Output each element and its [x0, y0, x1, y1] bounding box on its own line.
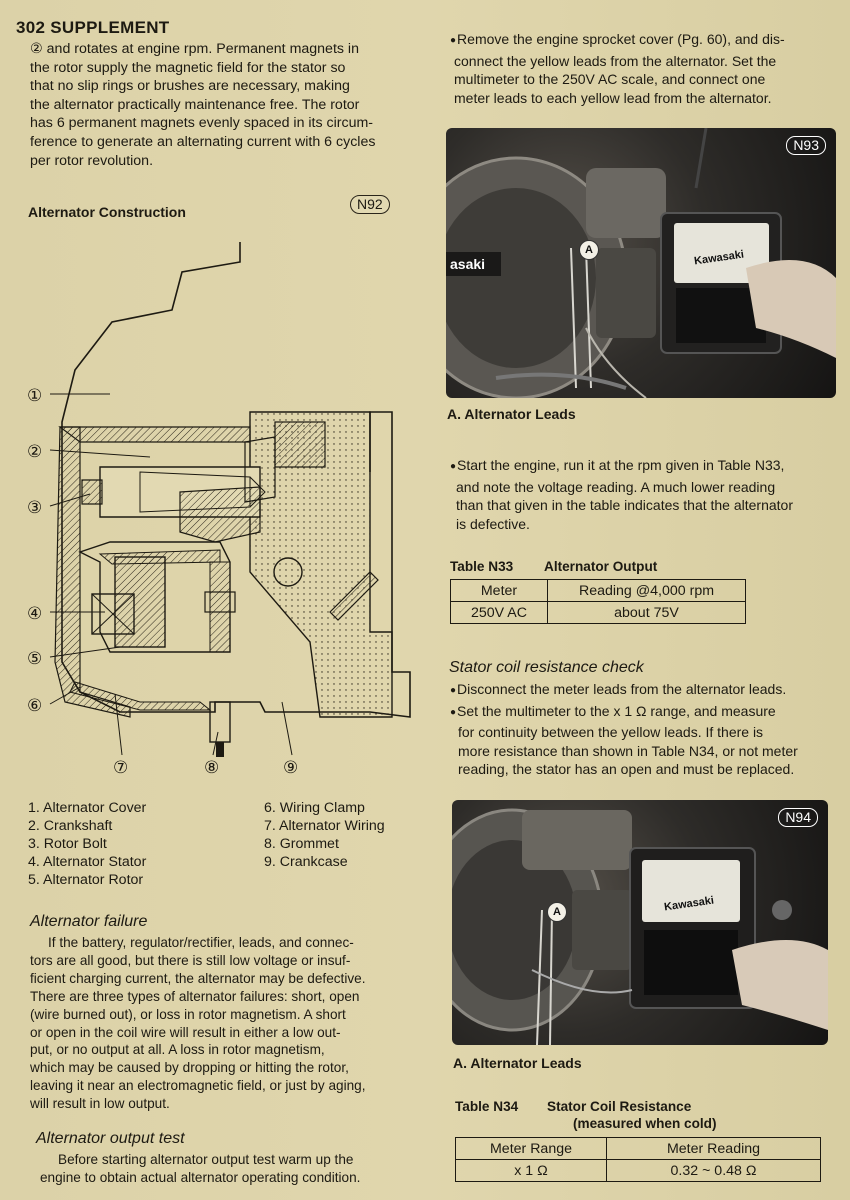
callout-2: ②: [27, 442, 43, 461]
text-line: Before starting alternator output test w…: [58, 1152, 354, 1167]
text-line: which may be caused by dropping or hitti…: [30, 1060, 349, 1076]
text-line: There are three types of alternator fail…: [30, 988, 360, 1004]
callout-7: ⑦: [113, 758, 129, 777]
text-line: is defective.: [456, 515, 530, 532]
text-line: will result in low output.: [30, 1096, 170, 1112]
page-number: 302: [16, 18, 46, 37]
part-item: 1. Alternator Cover: [28, 800, 147, 816]
table-cell: 250V AC: [450, 601, 548, 624]
section-title: SUPPLEMENT: [50, 18, 170, 37]
marker-a: A: [579, 240, 599, 260]
callout-8: ⑧: [204, 758, 220, 777]
callout-1: ①: [27, 386, 43, 405]
text-line: (wire burned out), or loss in rotor magn…: [30, 1006, 346, 1022]
alternator-failure-text: If the battery, regulator/rectifier, lea…: [30, 934, 408, 1113]
engine-brand-text: asaki: [450, 256, 486, 272]
part-item: 4. Alternator Stator: [28, 854, 147, 870]
table-cell: Meter: [450, 579, 548, 602]
photo-n93-caption: A. Alternator Leads: [447, 406, 576, 422]
text-line: meter leads to each yellow lead from the…: [454, 89, 772, 106]
text-line: or open in the coil wire will result in …: [30, 1024, 341, 1040]
callout-3: ③: [27, 498, 43, 517]
callout-9: ⑨: [283, 758, 299, 777]
text-line: more resistance than shown in Table N34,…: [458, 742, 798, 759]
text-line: that no slip rings or brushes are necess…: [30, 78, 350, 95]
text-line: the rotor supply the magnetic field for …: [30, 59, 346, 76]
meter-photo-illustration: [452, 808, 828, 1045]
table-row: x 1 Ω 0.32 ~ 0.48 Ω: [455, 1159, 821, 1182]
alternator-failure-heading: Alternator failure: [30, 913, 148, 930]
text-line: ficient charging current, the alternator…: [30, 970, 366, 986]
table-n33-title: Alternator Output: [544, 559, 658, 574]
table-n33-number: Table N33: [450, 559, 514, 574]
photo-n94-caption: A. Alternator Leads: [453, 1055, 582, 1071]
table-header-row: Meter Range Meter Reading: [455, 1137, 821, 1160]
table-cell: Reading @4,000 rpm: [547, 579, 746, 602]
stator-check-text: Disconnect the meter leads from the alte…: [450, 680, 838, 779]
text-line: engine to obtain actual alternator opera…: [40, 1170, 361, 1185]
text-line: Set the multimeter to the x 1 Ω range, a…: [450, 702, 838, 724]
table-n34-title: Stator Coil Resistance: [547, 1099, 692, 1114]
text-line: Disconnect the meter leads from the alte…: [450, 680, 838, 702]
table-n34-number: Table N34: [455, 1099, 519, 1114]
text-line: and note the voltage reading. A much low…: [456, 478, 776, 495]
table-cell: about 75V: [547, 601, 746, 624]
table-n33: Meter Reading @4,000 rpm 250V AC about 7…: [450, 579, 746, 624]
photo-label-n93: N93: [786, 136, 826, 155]
text-line: put, or no output at all. A loss in roto…: [30, 1042, 325, 1058]
table-cell: Meter Reading: [606, 1137, 821, 1160]
callout-6: ⑥: [27, 696, 43, 715]
text-line: Start the engine, run it at the rpm give…: [450, 456, 838, 478]
stator-check-heading: Stator coil resistance check: [449, 659, 644, 676]
parts-list-left: 1. Alternator Cover 2. Crankshaft 3. Rot…: [28, 799, 146, 889]
output-test-heading: Alternator output test: [36, 1130, 185, 1147]
text-line: ference to generate an alternating curre…: [30, 133, 376, 150]
part-item: 5. Alternator Rotor: [28, 872, 144, 888]
part-item: 7. Alternator Wiring: [264, 818, 385, 834]
table-n34: Meter Range Meter Reading x 1 Ω 0.32 ~ 0…: [455, 1137, 821, 1182]
text-line: tors are all good, but there is still lo…: [30, 952, 351, 968]
right-intro: Remove the engine sprocket cover (Pg. 60…: [450, 30, 838, 107]
text-line: than that given in the table indicates t…: [456, 497, 794, 514]
start-engine-text: Start the engine, run it at the rpm give…: [450, 456, 838, 533]
table-row: 250V AC about 75V: [450, 601, 746, 624]
output-test-text: Before starting alternator output test w…: [30, 1151, 408, 1187]
photo-n94: Kawasaki N94 A: [452, 800, 828, 1045]
text-line: has 6 permanent magnets evenly spaced in…: [30, 115, 374, 132]
parts-list-right: 6. Wiring Clamp 7. Alternator Wiring 8. …: [264, 799, 385, 871]
part-item: 9. Crankcase: [264, 854, 348, 870]
photo-n93: asaki Kawasaki N93 A: [446, 128, 836, 398]
callout-5: ⑤: [27, 649, 43, 668]
text-line: connect the yellow leads from the altern…: [454, 52, 777, 69]
callout-4: ④: [27, 604, 43, 623]
text-line: per rotor revolution.: [30, 152, 154, 169]
table-cell: Meter Range: [455, 1137, 607, 1160]
alternator-construction-diagram: [49, 242, 411, 757]
text-line: Remove the engine sprocket cover (Pg. 60…: [450, 30, 838, 52]
text-line: leaving it near an electromagnetic field…: [30, 1078, 366, 1094]
part-item: 3. Rotor Bolt: [28, 836, 107, 852]
table-cell: 0.32 ~ 0.48 Ω: [606, 1159, 821, 1182]
figure-label-n92: N92: [350, 195, 390, 214]
engine-photo-illustration: [446, 128, 836, 398]
part-item: 6. Wiring Clamp: [264, 800, 365, 816]
part-item: 2. Crankshaft: [28, 818, 113, 834]
text-line: for continuity between the yellow leads.…: [458, 724, 764, 741]
text-line: ② and rotates at engine rpm. Permanent m…: [30, 41, 359, 57]
table-cell: x 1 Ω: [455, 1159, 607, 1182]
text-line: If the battery, regulator/rectifier, lea…: [48, 935, 354, 950]
marker-a: A: [547, 902, 567, 922]
text-line: multimeter to the 250V AC scale, and con…: [454, 71, 766, 88]
table-header-row: Meter Reading @4,000 rpm: [450, 579, 746, 602]
page-header: 302 SUPPLEMENT: [16, 18, 169, 38]
table-n34-subtitle: (measured when cold): [573, 1116, 717, 1131]
figure-title: Alternator Construction: [28, 204, 186, 220]
intro-paragraph: ② and rotates at engine rpm. Permanent m…: [30, 40, 408, 170]
text-line: the alternator practically maintenance f…: [30, 96, 360, 113]
text-line: reading, the stator has an open and must…: [458, 761, 795, 778]
part-item: 8. Grommet: [264, 836, 339, 852]
photo-label-n94: N94: [778, 808, 818, 827]
